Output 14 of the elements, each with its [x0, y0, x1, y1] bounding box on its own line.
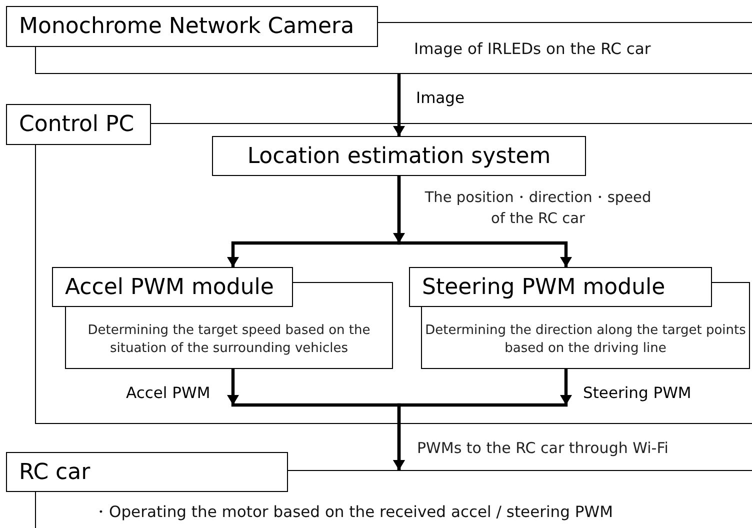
edge-label: Steering PWM — [583, 384, 692, 402]
section-frame — [6, 6, 752, 74]
section-note: ・Operating the motor based on the received accel / steering PWM — [93, 502, 613, 523]
edge-label: Accel PWM — [126, 384, 210, 402]
section-title: RC car — [6, 452, 288, 492]
flow-note: The position・direction・speed of the RC car — [424, 189, 652, 230]
process-box: Location estimation system — [212, 136, 586, 176]
module-title: Accel PWM module — [52, 267, 293, 307]
flow-note: PWMs to the RC car through Wi-Fi — [417, 439, 668, 457]
module-title: Steering PWM module — [409, 267, 712, 307]
edge-label: Image — [416, 89, 465, 107]
section-note: Image of IRLEDs on the RC car — [414, 40, 651, 58]
section-title: Monochrome Network Camera — [6, 6, 378, 47]
section-title: Control PC — [6, 104, 151, 145]
